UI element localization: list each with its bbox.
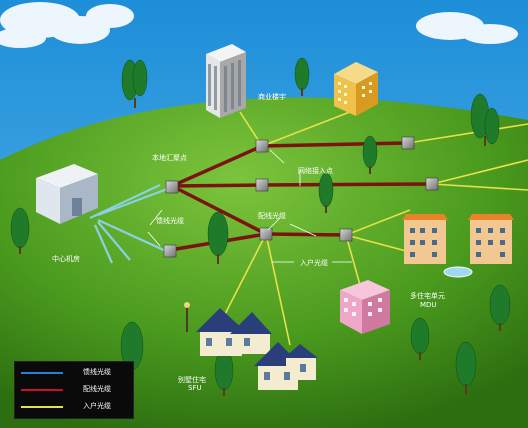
node-right-lower: [339, 228, 353, 242]
central-office-icon: [36, 164, 98, 224]
label-mdu-abbr: MDU: [420, 301, 437, 309]
trees: [10, 57, 511, 396]
mdu-apartments-icon: [402, 214, 514, 278]
label-central-office: 中心机房: [52, 255, 80, 263]
node-top: [255, 139, 269, 153]
label-trunk-fiber: 馈线光缆: [156, 217, 184, 225]
clouds: [0, 2, 518, 48]
node-mid: [255, 178, 269, 192]
legend-item-distribution: 配线光缆: [21, 384, 131, 396]
legend-item-trunk: 馈线光缆: [21, 367, 131, 379]
yellow-building-icon: [334, 62, 378, 116]
legend-label-drop: 入户光缆: [83, 402, 111, 410]
trunk-fiber-lines: [89, 184, 171, 264]
node-lower: [259, 227, 273, 241]
business-building-icon: [206, 44, 246, 118]
node-right-top: [401, 136, 415, 150]
legend-label-trunk: 馈线光缆: [83, 368, 111, 376]
label-business-building: 商业楼宇: [258, 93, 286, 101]
legend-item-drop: 入户光缆: [21, 401, 131, 413]
label-mdu: 多住宅单元: [410, 292, 445, 300]
node-left-lower: [163, 244, 177, 258]
pink-building-icon: [340, 280, 390, 334]
node-aggregation: [165, 180, 179, 194]
legend-swatch-trunk: [21, 372, 63, 374]
legend-swatch-distribution: [21, 389, 63, 391]
label-distribution-fiber: 配线光缆: [258, 212, 286, 220]
label-drop-fiber: 入户光缆: [300, 259, 328, 267]
label-sfu: 别墅住宅: [178, 376, 206, 384]
label-local-aggregation: 本地汇聚点: [152, 154, 187, 162]
pointer-arrows: [147, 149, 352, 263]
label-sfu-abbr: SFU: [188, 384, 202, 392]
network-nodes: [163, 136, 439, 258]
node-right-mid: [425, 177, 439, 191]
sfu-houses-icon: [184, 302, 318, 390]
legend: 馈线光缆 配线光缆 入户光缆: [14, 361, 134, 419]
legend-swatch-drop: [21, 406, 63, 408]
legend-label-distribution: 配线光缆: [83, 385, 111, 393]
label-network-access: 网络接入点: [298, 167, 333, 175]
